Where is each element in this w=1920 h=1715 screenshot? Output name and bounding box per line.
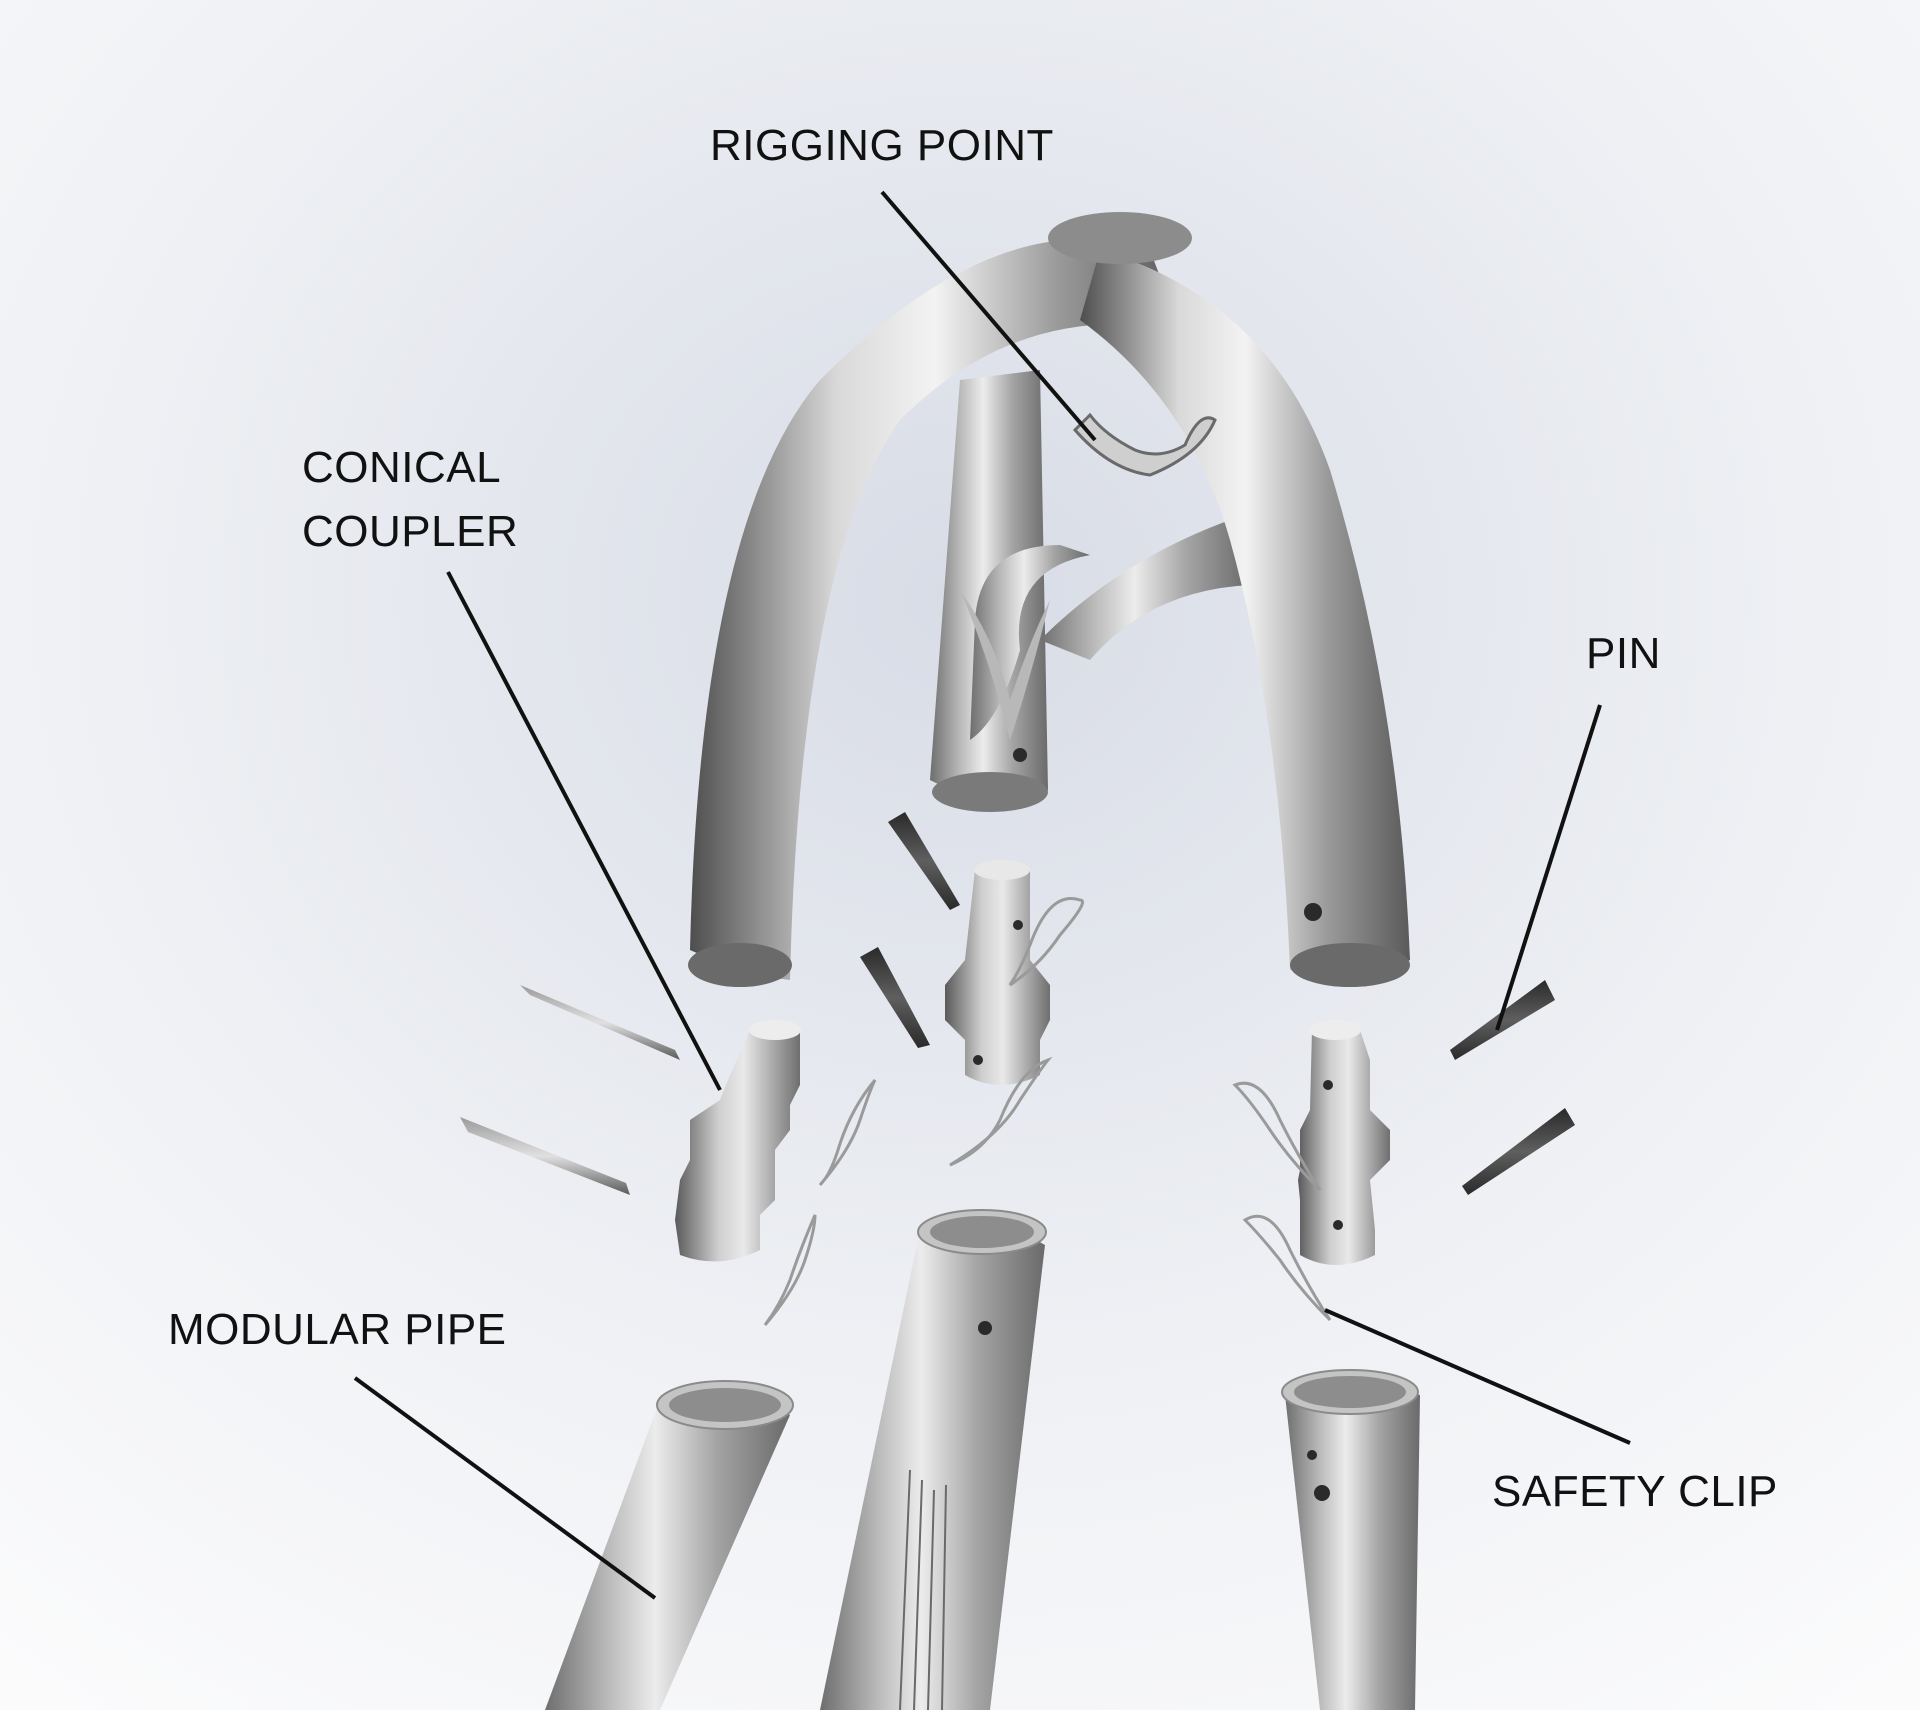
- label-modular-pipe: MODULAR PIPE: [168, 1305, 507, 1354]
- hole: [1013, 748, 1027, 762]
- left-bent-tube: [690, 239, 1180, 980]
- pin-center-upper: [888, 812, 960, 910]
- label-rigging-point: RIGGING POINT: [710, 121, 1054, 170]
- safety-clip: [818, 1079, 877, 1187]
- leader-safety-clip: [1324, 1308, 1631, 1445]
- leader-modular-pipe: [353, 1376, 657, 1600]
- coupler-center: [945, 860, 1050, 1085]
- rear-leg-end: [932, 772, 1048, 812]
- right-bent-tube-end: [1290, 943, 1410, 987]
- brace-right: [1040, 520, 1250, 660]
- safety-clip: [1008, 897, 1084, 987]
- safety-clips: [763, 897, 1332, 1326]
- pin-right-upper: [1450, 980, 1555, 1060]
- label-conical-coupler-line1: CONICAL: [302, 443, 502, 492]
- pin-left-lower: [460, 1117, 630, 1195]
- modular-pipe-left: [545, 1380, 794, 1710]
- safety-clip: [1232, 1081, 1322, 1192]
- label-conical-coupler-line2: COUPLER: [302, 507, 519, 556]
- pin-right-lower: [1462, 1108, 1575, 1195]
- label-conical-coupler: CONICAL COUPLER: [302, 436, 518, 564]
- left-bent-tube-end: [688, 943, 792, 987]
- pin-center-lower: [860, 947, 930, 1048]
- corner-tube-assembly: [688, 212, 1410, 987]
- leader-conical-coupler: [446, 571, 722, 1091]
- brace-web: [960, 590, 1050, 740]
- rigging-loop: [1072, 412, 1217, 477]
- pins: [460, 812, 1575, 1195]
- safety-clip: [763, 1214, 817, 1326]
- leader-pin: [1495, 704, 1602, 1031]
- right-bent-tube: [1080, 250, 1410, 976]
- safety-clip: [1242, 1214, 1332, 1322]
- label-pin: PIN: [1586, 629, 1661, 678]
- top-cap: [1048, 212, 1192, 264]
- label-safety-clip: SAFETY CLIP: [1492, 1467, 1778, 1516]
- modular-pipe-right: [1281, 1369, 1420, 1710]
- modular-pipe-center: [820, 1209, 1047, 1711]
- leader-rigging-point: [880, 190, 1097, 442]
- coupler-left: [675, 1020, 801, 1262]
- pin-left-upper: [520, 985, 680, 1060]
- leader-lines: [353, 190, 1631, 1600]
- safety-clip: [949, 1056, 1053, 1167]
- hole: [1304, 903, 1322, 921]
- coupler-right: [1298, 1020, 1390, 1265]
